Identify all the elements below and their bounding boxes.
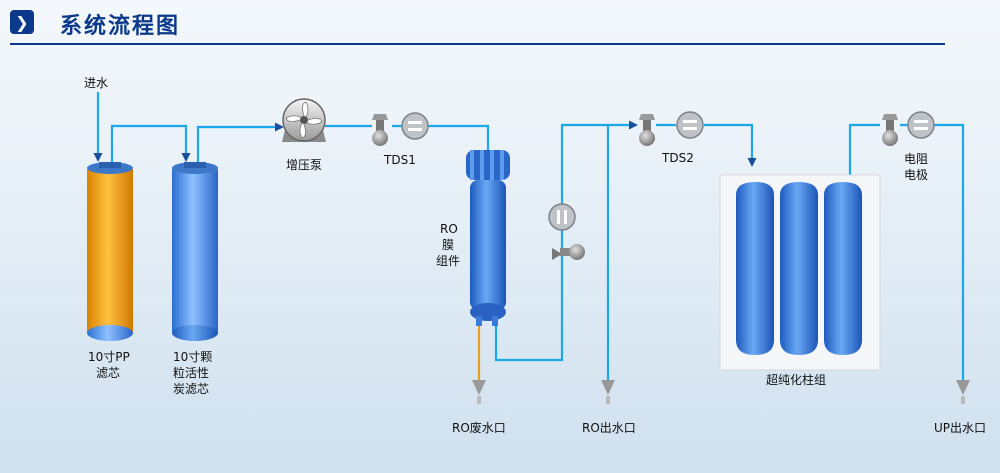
tds1-probe-icon xyxy=(372,114,388,146)
pipe-tds2-to-resin xyxy=(656,123,752,165)
pipe-pump-to-ro xyxy=(325,124,490,150)
ro-outlet-label: RO出水口 xyxy=(582,421,636,435)
page-title: 系统流程图 xyxy=(60,14,181,39)
pipe-network xyxy=(93,92,965,382)
flowmeter-3-icon xyxy=(676,111,704,139)
flowmeter-1-icon xyxy=(401,112,429,140)
ro-waste-outlet-icon xyxy=(472,380,486,404)
carbon-filter-label-3: 炭滤芯 xyxy=(173,382,210,396)
flowmeter-2-icon xyxy=(548,203,576,231)
chevron-right-icon: ❯ xyxy=(10,10,34,34)
resistivity-probe-icon xyxy=(882,114,898,146)
pipe-carbon-to-pump xyxy=(196,122,284,170)
up-outlet-icon xyxy=(956,380,970,404)
resin-label: 超纯化柱组 xyxy=(766,373,827,387)
pump-icon xyxy=(282,98,326,142)
pipe-ro-concentrate xyxy=(494,120,638,362)
resin-column-1 xyxy=(736,182,774,355)
pipe-resin-to-up-outlet xyxy=(848,123,965,382)
tds2-label: TDS2 xyxy=(662,151,694,165)
resin-column-2 xyxy=(780,182,818,355)
header-divider xyxy=(10,43,945,45)
inlet-label: 进水 xyxy=(84,76,109,90)
ro-label-2: 膜 xyxy=(442,238,455,252)
ro-membrane-vessel xyxy=(466,150,510,326)
valve-icon xyxy=(552,244,585,260)
carbon-filter-label-2: 粒活性 xyxy=(173,366,210,380)
ro-outlet-icon xyxy=(601,380,615,404)
resin-column-3 xyxy=(824,182,862,355)
pp-filter-label-1: 10寸PP xyxy=(88,350,130,364)
pipe-pp-to-carbon xyxy=(110,124,191,170)
carbon-filter xyxy=(172,162,218,341)
pump-label: 增压泵 xyxy=(286,158,323,172)
header: ❯ 系统流程图 xyxy=(0,0,1000,45)
resistivity-label-1: 电阻 xyxy=(904,152,929,166)
tds1-label: TDS1 xyxy=(384,153,416,167)
tds2-probe-icon xyxy=(639,114,655,146)
pp-filter-label-2: 滤芯 xyxy=(96,366,121,380)
flowmeter-4-icon xyxy=(907,111,935,139)
ro-waste-label: RO废水口 xyxy=(452,421,506,435)
up-outlet-label: UP出水口 xyxy=(934,421,987,435)
carbon-filter-label-1: 10寸颗 xyxy=(173,350,213,364)
ro-label-3: 组件 xyxy=(436,254,461,268)
ro-label-1: RO xyxy=(440,222,458,236)
pp-filter xyxy=(87,162,133,341)
resin-column-group xyxy=(719,174,881,371)
resistivity-label-2: 电极 xyxy=(904,168,929,182)
